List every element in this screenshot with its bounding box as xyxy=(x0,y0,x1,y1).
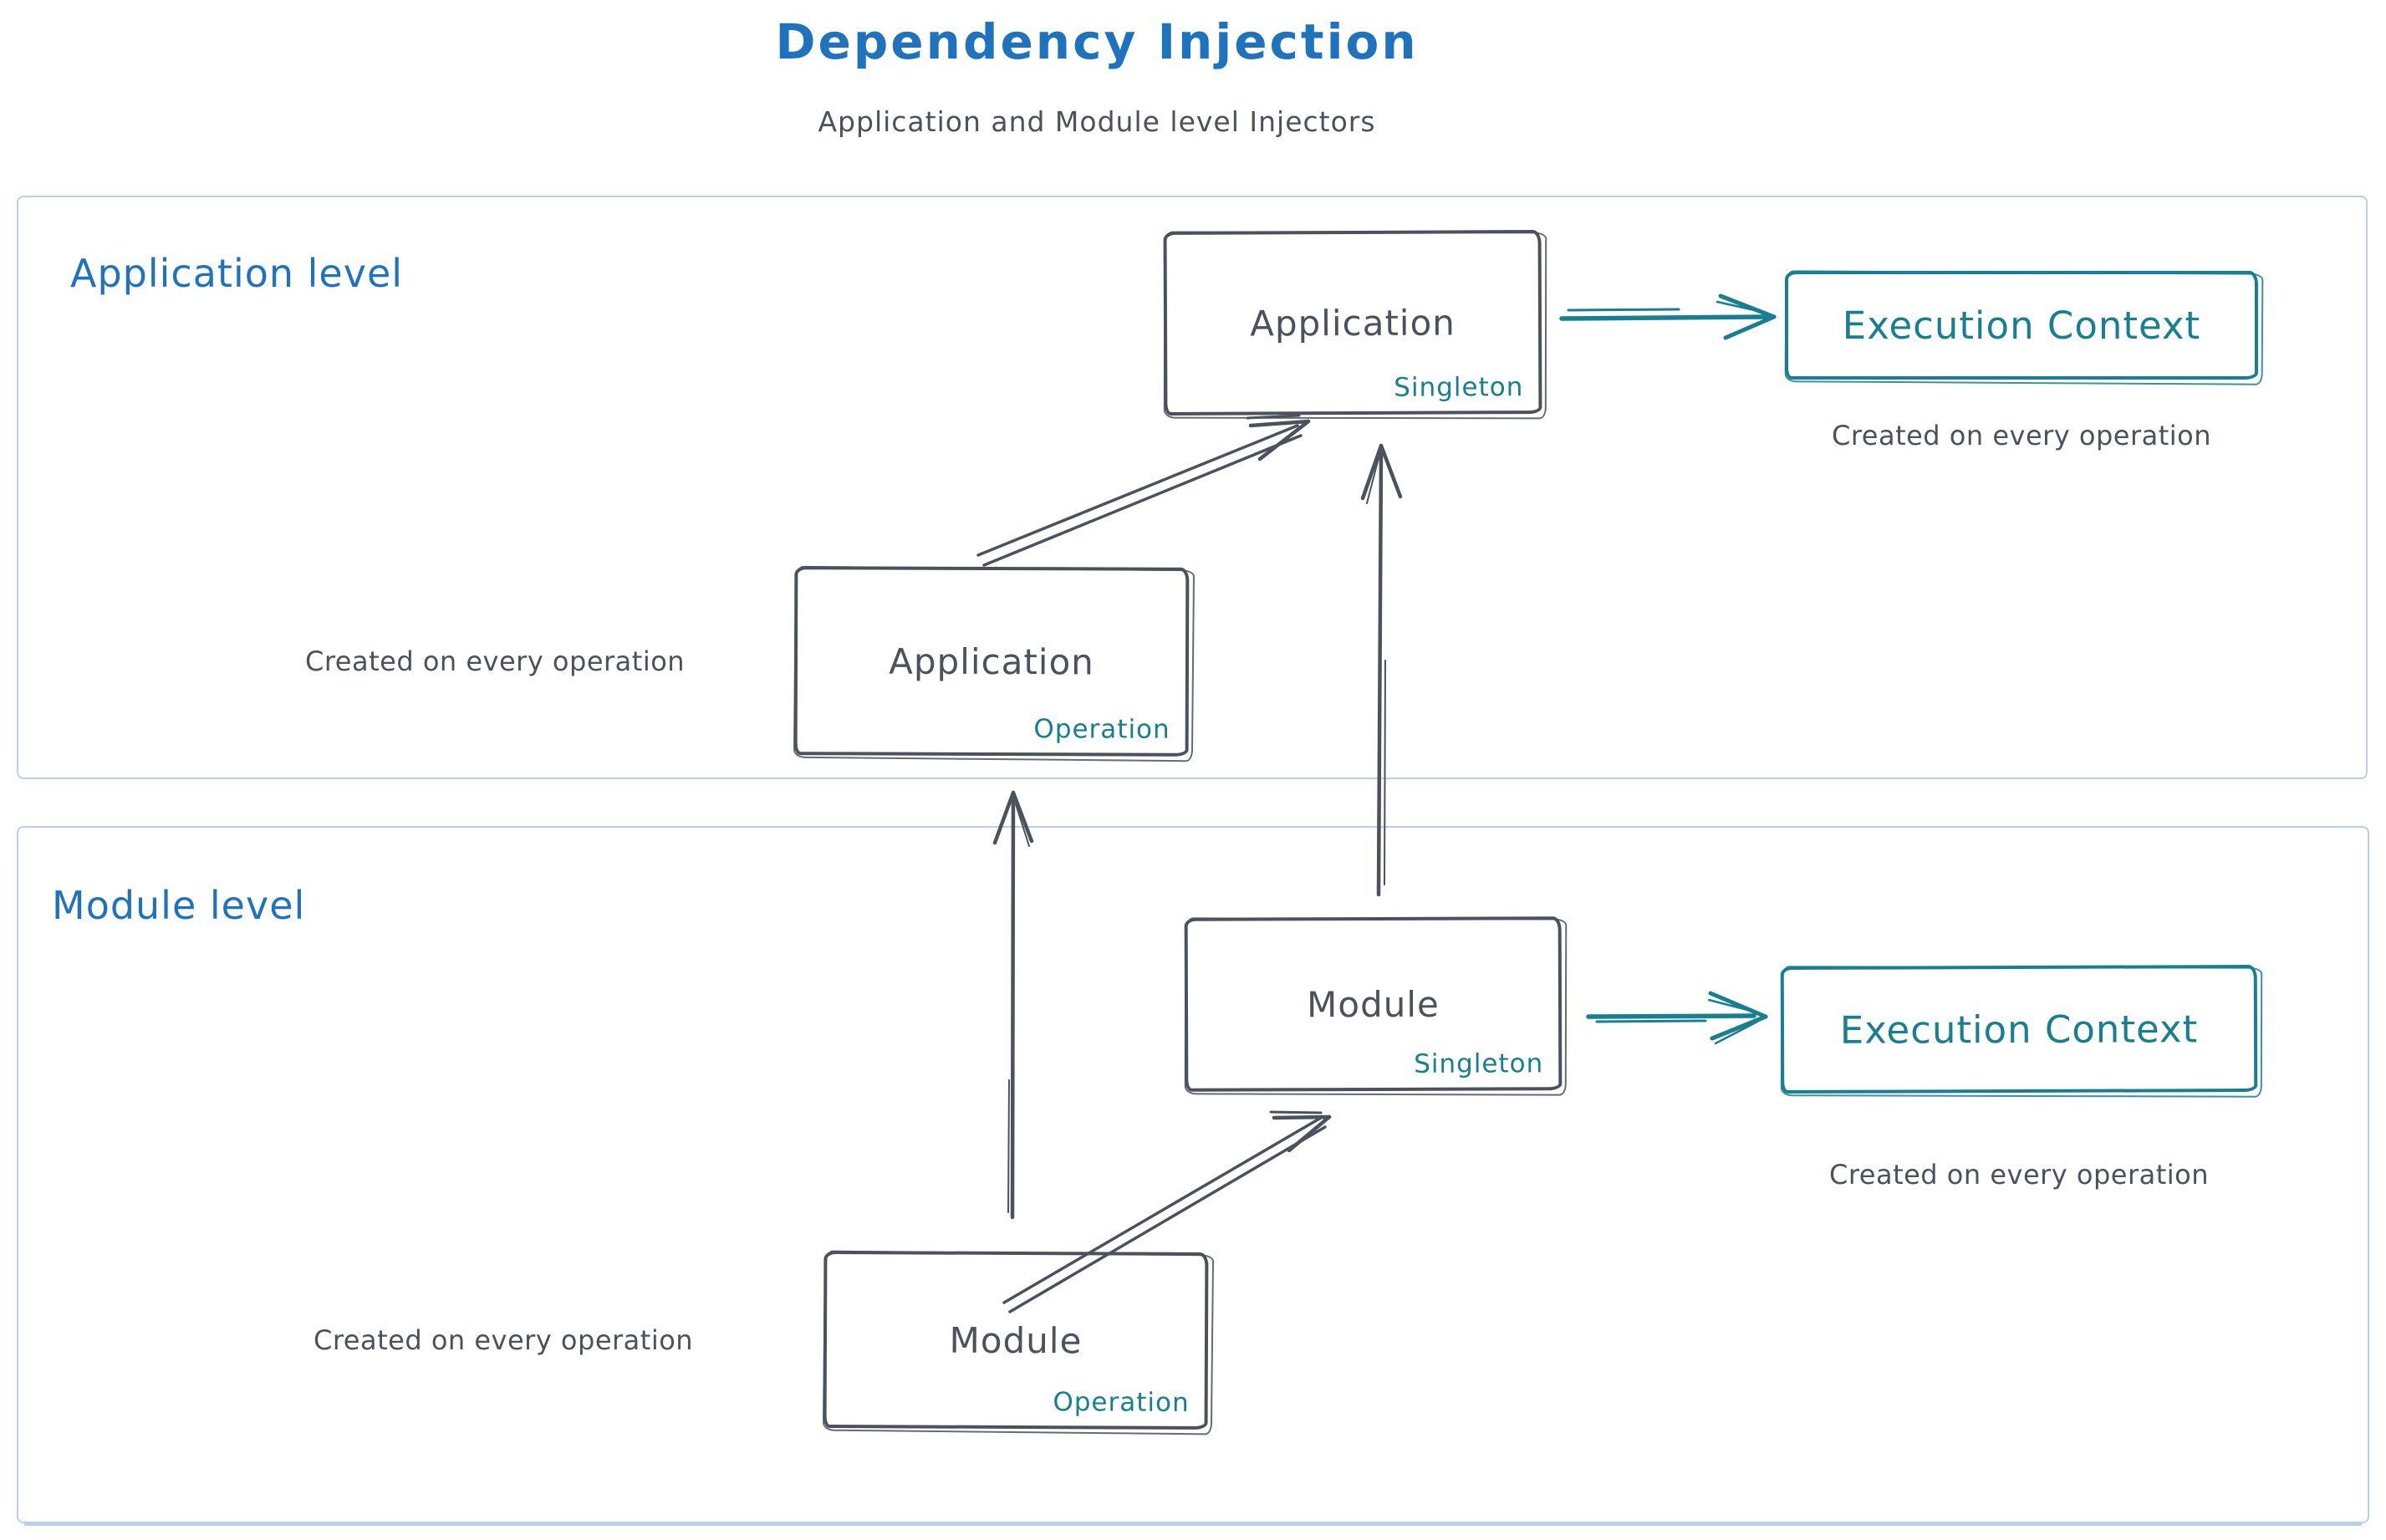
application-level-label: Application level xyxy=(70,251,404,296)
module-singleton-scope: Singleton xyxy=(1414,1048,1544,1079)
application-singleton-box: Application Singleton xyxy=(1163,230,1542,416)
module-level-label: Module level xyxy=(52,883,306,928)
module-execution-context-box: Execution Context xyxy=(1780,965,2258,1094)
application-execution-context-box: Execution Context xyxy=(1785,271,2258,380)
diagram-subtitle: Application and Module level Injectors xyxy=(818,105,1376,138)
module-singleton-box: Module Singleton xyxy=(1184,916,1563,1092)
module-operation-note: Created on every operation xyxy=(314,1324,694,1356)
application-operation-box: Application Operation xyxy=(793,566,1190,757)
module-level-frame xyxy=(17,826,2369,1523)
module-operation-scope: Operation xyxy=(1053,1387,1190,1418)
application-operation-scope: Operation xyxy=(1033,714,1170,745)
module-operation-box: Module Operation xyxy=(823,1250,1209,1430)
module-execution-context-note: Created on every operation xyxy=(1828,1159,2210,1191)
application-level-frame xyxy=(17,196,2368,779)
diagram-title: Dependency Injection xyxy=(775,13,1419,70)
application-singleton-scope: Singleton xyxy=(1394,372,1524,403)
application-execution-context-note: Created on every operation xyxy=(1831,420,2212,451)
application-operation-note: Created on every operation xyxy=(305,645,686,677)
